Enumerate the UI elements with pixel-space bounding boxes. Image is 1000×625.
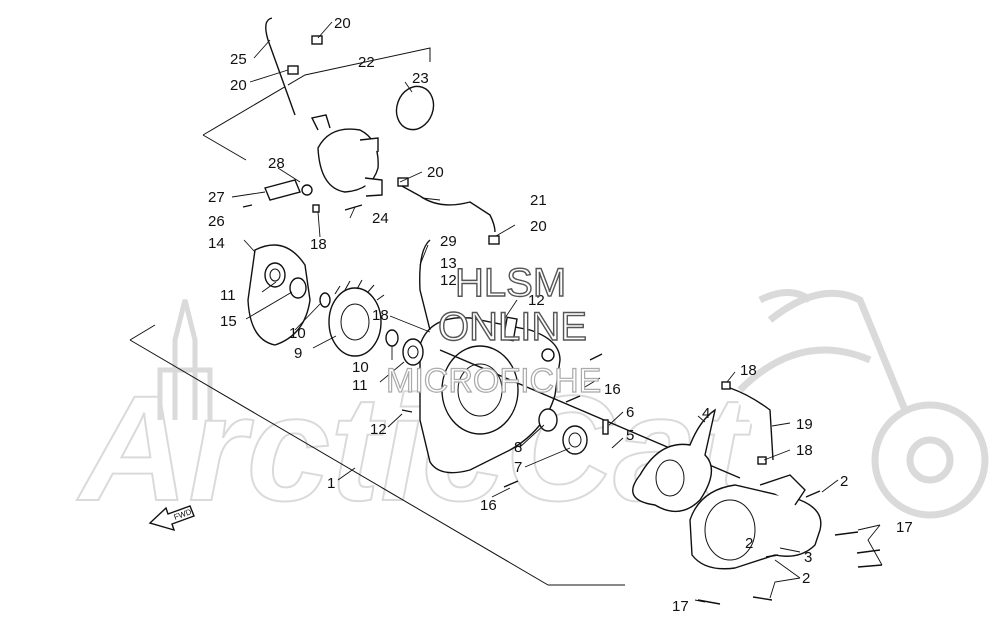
callout-8: 8 [514, 439, 522, 456]
callout-22: 22 [358, 54, 375, 71]
callout-29: 29 [440, 233, 457, 250]
callout-2: 2 [745, 535, 753, 552]
callout-24: 24 [372, 210, 389, 227]
callout-7: 7 [514, 459, 522, 476]
callout-26: 26 [208, 213, 225, 230]
callout-27: 27 [208, 189, 225, 206]
watermark-brand-text: ArcticCat [76, 364, 753, 532]
callout-12: 12 [528, 292, 545, 309]
callout-25: 25 [230, 51, 247, 68]
callout-17: 17 [672, 598, 689, 615]
callout-4: 4 [702, 405, 710, 422]
callout-13: 13 [440, 255, 457, 272]
part-small-washers [289, 277, 588, 455]
callout-11: 11 [220, 287, 236, 304]
callout-9: 9 [294, 345, 302, 362]
callout-18: 18 [740, 362, 757, 379]
callout-3: 3 [804, 549, 812, 566]
callout-17: 17 [896, 519, 913, 536]
part-gear [328, 279, 385, 357]
callout-18: 18 [372, 307, 389, 324]
part-bolts [242, 204, 883, 605]
part-fitting-27 [264, 179, 320, 213]
callout-6: 6 [626, 404, 634, 421]
site-watermark: HLSM ONLINE MICROFICHE [385, 260, 602, 400]
callout-23: 23 [412, 70, 429, 87]
callout-10: 10 [352, 359, 369, 376]
watermark-microfiche: MICROFICHE [386, 362, 601, 400]
callout-2: 2 [802, 570, 810, 587]
callout-1: 1 [327, 475, 335, 492]
callout-20: 20 [530, 218, 547, 235]
part-pump-housing [689, 474, 822, 570]
callout-12: 12 [440, 272, 457, 289]
callout-21: 21 [530, 192, 547, 209]
callout-labels: 1 2 2 2 3 4 5 6 7 8 9 10 10 11 11 12 12 … [208, 15, 913, 615]
watermark-motorcycle [737, 289, 989, 519]
callout-12: 12 [370, 421, 387, 438]
callout-18: 18 [310, 236, 327, 253]
callout-19: 19 [796, 416, 813, 433]
watermark-online: ONLINE [438, 305, 587, 349]
callout-28: 28 [268, 155, 285, 172]
callout-18: 18 [796, 442, 813, 459]
callout-20: 20 [427, 164, 444, 181]
part-hoses [265, 17, 774, 461]
part-impeller-shaft [439, 349, 741, 513]
part-cover-plate-14 [247, 244, 311, 346]
callout-10: 10 [289, 325, 306, 342]
callout-11: 11 [352, 377, 368, 394]
diagram-frame-lines [129, 47, 625, 586]
callout-20: 20 [230, 77, 247, 94]
callout-16: 16 [604, 381, 621, 398]
watermark-hlsm: HLSM [455, 261, 566, 305]
callout-14: 14 [208, 235, 225, 252]
callout-5: 5 [626, 427, 634, 444]
fwd-arrow: FWD [148, 505, 195, 532]
callout-20: 20 [334, 15, 351, 32]
callout-16: 16 [480, 497, 497, 514]
callout-2: 2 [840, 473, 848, 490]
callout-15: 15 [220, 313, 237, 330]
watermark-logo: ArcticCat [75, 289, 989, 533]
part-thermostat-housing [310, 85, 435, 197]
leader-lines [231, 21, 883, 603]
